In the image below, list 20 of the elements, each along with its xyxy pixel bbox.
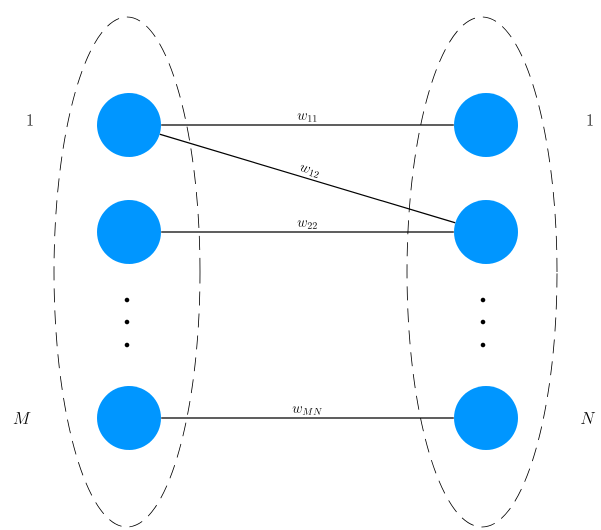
connection-line <box>161 231 454 233</box>
neuron-circle <box>454 386 518 450</box>
weight-label: $w_{MN}$ <box>292 406 322 415</box>
weight-label: $w_{11}$ <box>298 113 316 122</box>
layer-label: $M$ <box>14 412 31 424</box>
layer-label: $N$ <box>581 412 596 424</box>
neuron-circle <box>454 200 518 264</box>
layer-label: $1$ <box>28 114 33 126</box>
weight-label: $w_{12}$ <box>300 164 319 178</box>
neuron-circle <box>454 93 518 157</box>
neuron-circle <box>97 93 161 157</box>
connection-line <box>160 134 456 224</box>
dashed-ellipse <box>54 16 200 528</box>
neuron-circle <box>97 386 161 450</box>
dashed-ellipse <box>406 16 558 528</box>
weight-label: $w_{22}$ <box>298 220 317 229</box>
connection-line <box>161 417 454 419</box>
layer-label: $1$ <box>588 114 593 126</box>
neuron-circle <box>97 200 161 264</box>
connection-line <box>161 124 454 126</box>
